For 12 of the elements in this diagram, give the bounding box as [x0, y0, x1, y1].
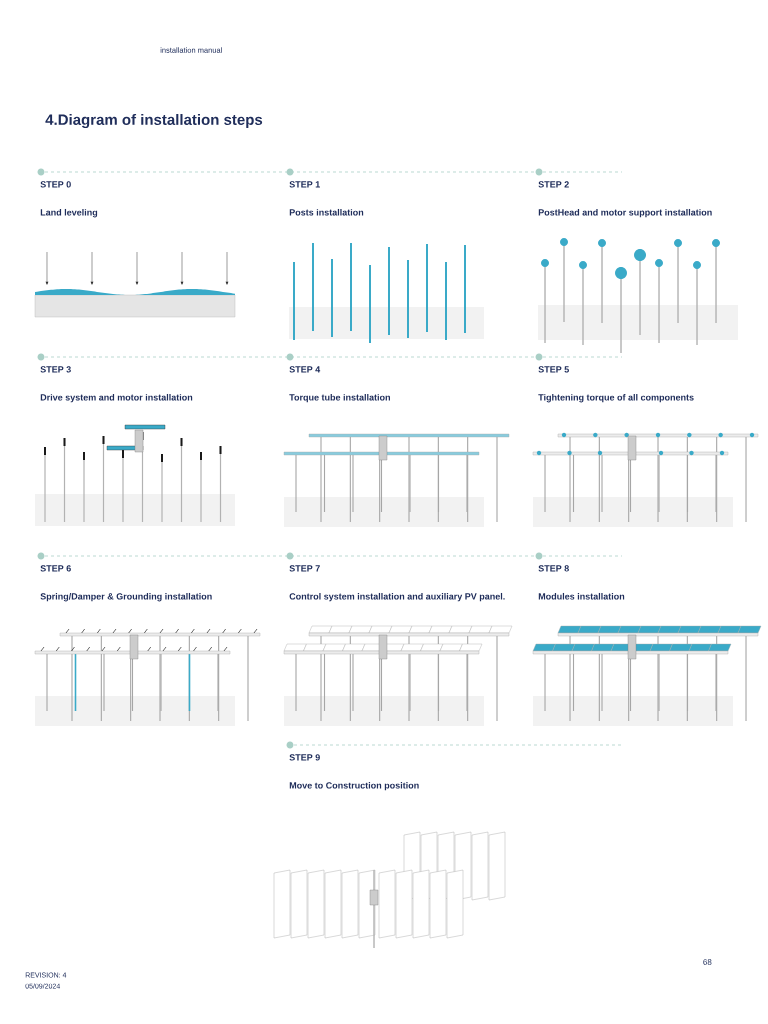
page-number: 68: [703, 959, 712, 965]
step-heading: STEP 9 Move to Construction position: [289, 754, 419, 791]
step-heading: STEP 4 Torque tube installation: [289, 366, 390, 403]
step-heading: STEP 2 PostHead and motor support installation: [538, 181, 712, 218]
step-heading: STEP 7 Control system installation and auxiliary PV panel.: [289, 565, 505, 602]
step-heading: STEP 8 Modules installation: [538, 565, 625, 600]
step-heading: STEP 3 Drive system and motor installation: [40, 366, 193, 403]
step-heading: STEP 5 Tightening torque of all components: [538, 366, 694, 403]
page-title: 4.Diagram of installation steps: [45, 114, 263, 129]
step-heading: STEP 0 Land leveling: [40, 181, 98, 218]
step-heading: STEP 1 Posts installation: [289, 181, 364, 216]
step-heading: STEP 6 Spring/Damper & Grounding installation: [40, 565, 212, 602]
